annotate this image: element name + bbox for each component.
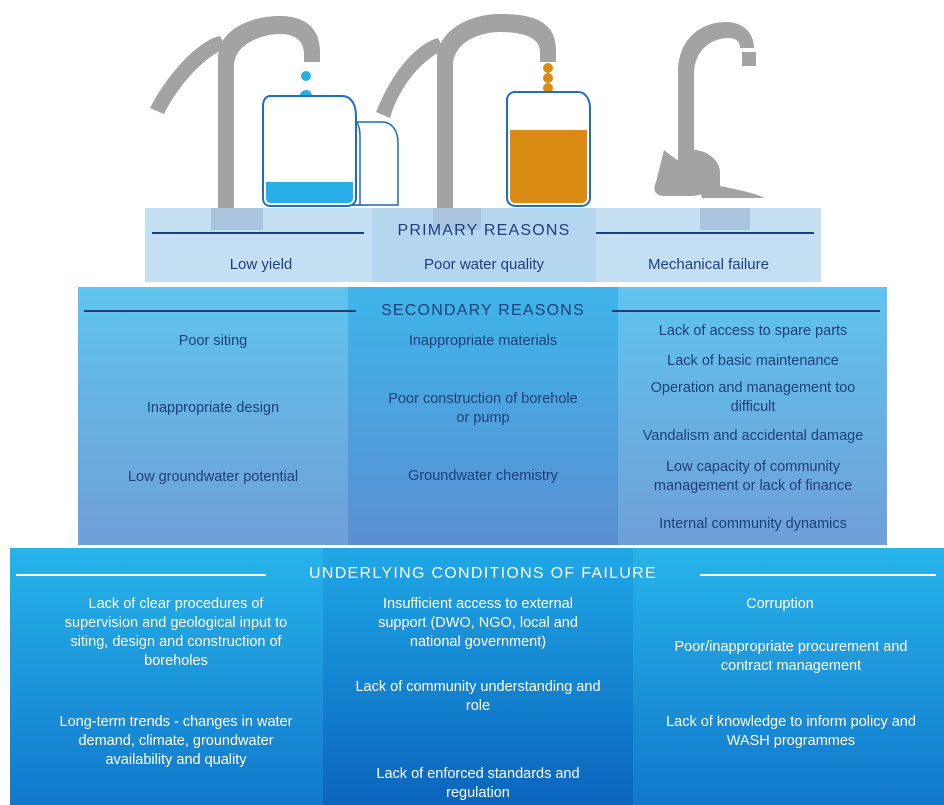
secondary-item-spare-parts: Lack of access to spare parts [658,323,848,339]
primary-item-mechanical-failure: Mechanical failure [648,256,769,273]
underlying-middle-column [323,548,633,805]
secondary-item-poor-construction: Poor construction of borehole or pump [388,391,578,426]
pump-illustration [150,14,764,208]
underlying-item-community-understanding: Lack of community understanding and role [355,679,601,714]
secondary-item-basic-maintenance: Lack of basic maintenance [667,353,839,369]
underlying-rule-right [700,574,936,576]
primary-item-poor-water-quality: Poor water quality [423,256,545,273]
secondary-item-community-dynamics: Internal community dynamics [659,516,847,532]
underlying-rule-left [16,574,266,576]
underlying-item-enforced-standards: Lack of enforced standards and regulatio… [376,766,580,801]
secondary-item-poor-siting: Poor siting [178,333,248,349]
secondary-item-low-groundwater-potential: Low groundwater potential [127,469,299,485]
underlying-item-corruption: Corruption [746,596,814,612]
secondary-middle-column [348,287,618,545]
underlying-item-long-term-trends: Long-term trends - changes in water dema… [59,714,293,768]
secondary-rule-right [612,310,880,312]
secondary-reasons-title: SECONDARY REASONS [381,302,585,319]
primary-rule-right [596,232,814,234]
secondary-rule-left [84,310,356,312]
primary-middle-column [372,208,596,282]
underlying-item-external-support: Insufficient access to external support … [378,596,578,650]
secondary-item-inappropriate-design: Inappropriate design [146,400,280,416]
secondary-item-operation-management: Operation and management too difficult [650,380,856,415]
secondary-item-groundwater-chemistry: Groundwater chemistry [408,468,558,484]
primary-rule-left [152,232,364,234]
pipe-segment-3 [700,208,750,230]
pump-broken-icon [654,22,764,198]
pipe-segment-2 [433,208,481,230]
secondary-item-inappropriate-materials: Inappropriate materials [408,333,558,349]
primary-item-low-yield: Low yield [229,256,293,273]
pump-low-yield-icon [150,16,399,208]
secondary-item-vandalism: Vandalism and accidental damage [642,428,864,444]
pipe-segment-1 [211,208,263,230]
secondary-item-community-capacity: Low capacity of community management or … [653,459,853,494]
underlying-item-procedures: Lack of clear procedures of supervision … [64,596,288,669]
underlying-conditions-title: UNDERLYING CONDITIONS OF FAILURE [308,565,657,582]
pump-poor-quality-icon [376,14,591,208]
underlying-item-procurement: Poor/inappropriate procurement and contr… [674,639,908,674]
primary-reasons-title: PRIMARY REASONS [397,222,571,239]
underlying-item-knowledge: Lack of knowledge to inform policy and W… [666,714,916,749]
